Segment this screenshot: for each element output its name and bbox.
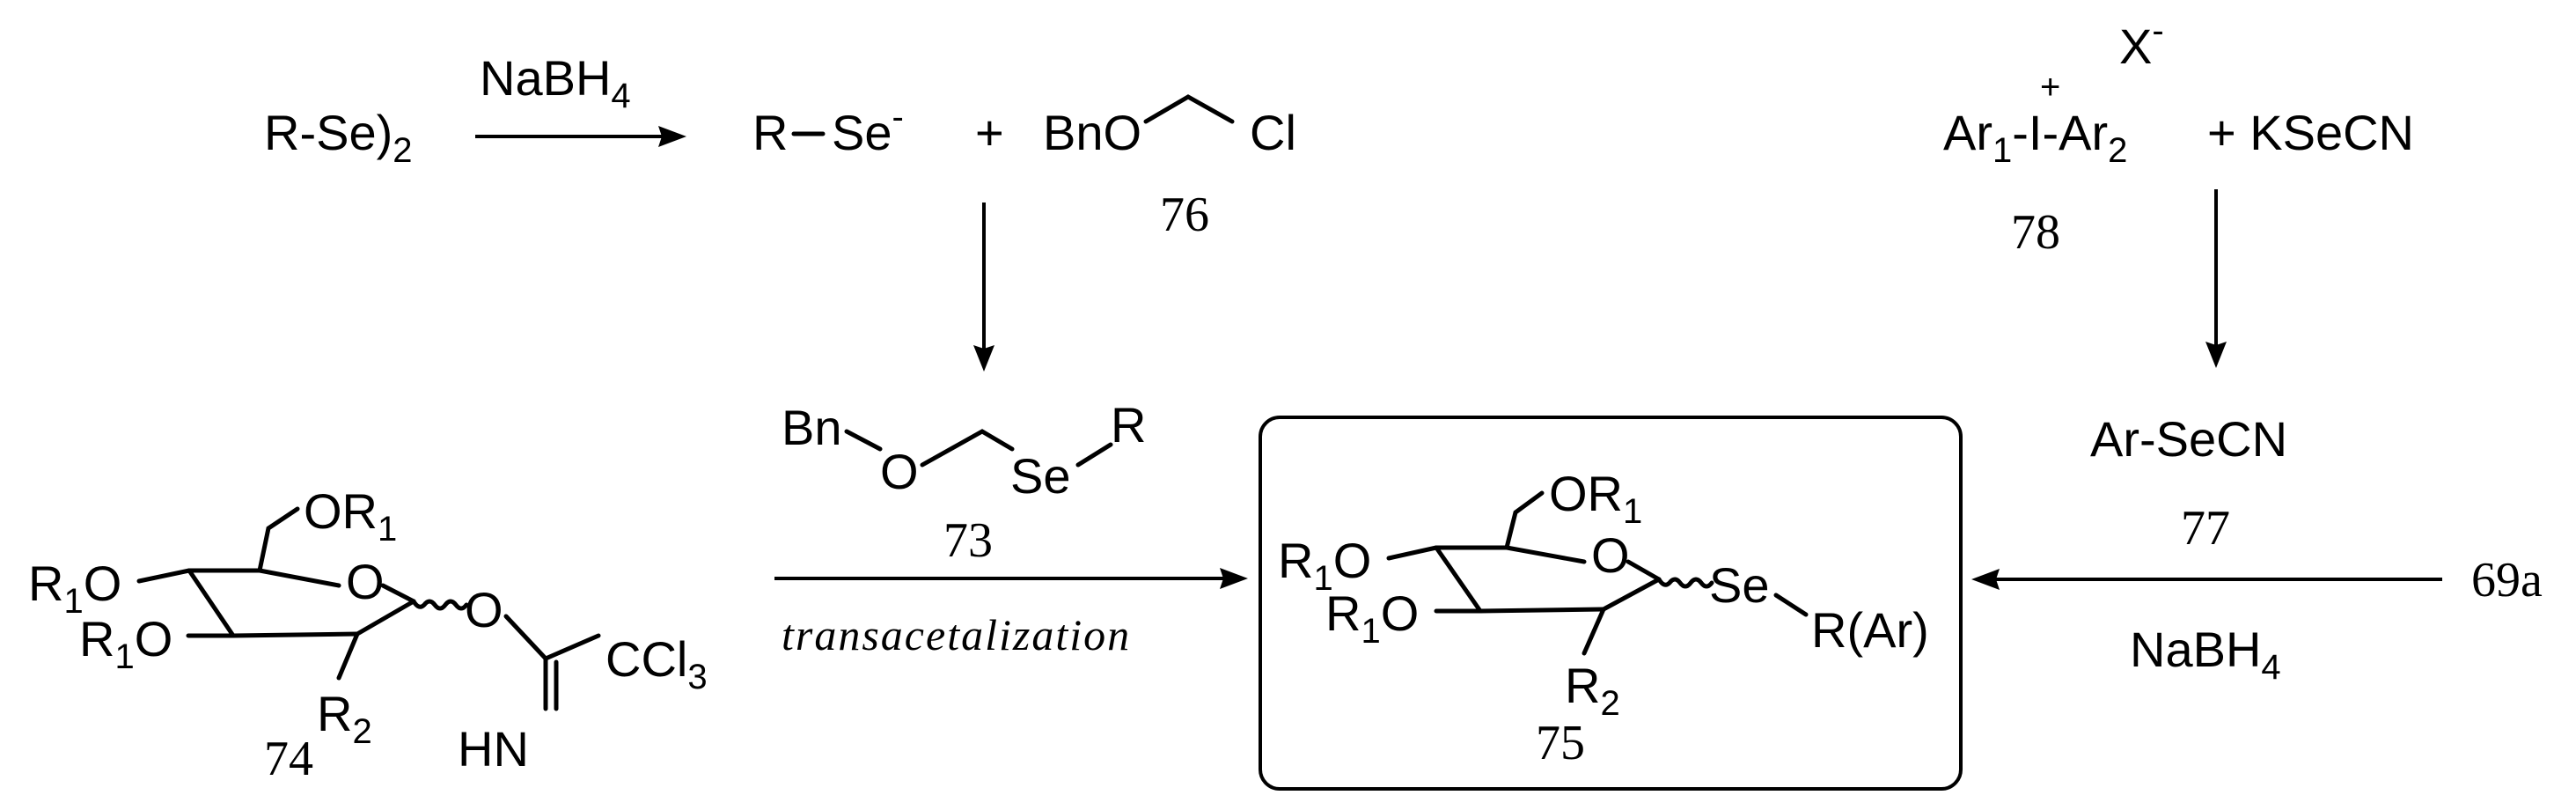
- r2-75: R: [1565, 658, 1600, 713]
- r2-sub-74: 2: [352, 712, 371, 751]
- svg-text:R1O: R1O: [1325, 585, 1419, 651]
- o-left-75: O: [1333, 533, 1372, 588]
- diselenide-reagent: R-Se)2: [264, 105, 412, 170]
- iodonium-charge: +: [2040, 68, 2060, 107]
- ksecn-text: + KSeCN: [2207, 105, 2414, 160]
- svg-text:OR1: OR1: [304, 483, 397, 549]
- diselenide-subscript: 2: [393, 131, 412, 170]
- arrow-to-77: [2205, 189, 2227, 368]
- compound-label-77: 77: [2181, 501, 2230, 556]
- ar1-subscript: 1: [1993, 131, 2012, 170]
- r1-second-sub-75: 1: [1361, 612, 1380, 651]
- bn-73: Bn: [782, 400, 842, 455]
- r2-74: R: [317, 686, 352, 741]
- r1-second-74: R: [79, 611, 114, 666]
- bno-text: BnO: [1043, 105, 1141, 160]
- o-second-75: O: [1381, 585, 1420, 641]
- diselenide-text: R-Se): [264, 105, 393, 160]
- ar2-subscript: 2: [2108, 131, 2127, 170]
- svg-text:CCl3: CCl3: [605, 631, 708, 696]
- selenolate-charge: -: [892, 98, 904, 136]
- nabh4-bottom-subscript: 4: [2261, 648, 2280, 687]
- r1-left-74: R: [28, 556, 63, 611]
- ar1-text: Ar: [1943, 105, 1993, 160]
- product-box: [1259, 416, 1963, 791]
- svg-text:R1O: R1O: [1278, 533, 1371, 598]
- svg-text:OR1: OR1: [1549, 466, 1642, 531]
- compound-74: OR1 O R1O R1O R2 O CCl3 HN 74: [28, 483, 708, 786]
- compound-73: Bn O Se R 73: [782, 397, 1146, 568]
- r1-second-sub-74: 1: [114, 637, 134, 676]
- compound-label-69a: 69a: [2471, 553, 2543, 608]
- compound-label-75: 75: [1536, 716, 1585, 770]
- x-anion: X: [2119, 18, 2152, 74]
- nabh4-top-text: NaBH: [480, 50, 611, 106]
- svg-text:R2: R2: [1565, 658, 1620, 723]
- svg-text:R-Se)2: R-Se)2: [264, 105, 412, 170]
- r1-left-sub-75: 1: [1313, 559, 1332, 598]
- nabh4-top-subscript: 4: [611, 77, 630, 115]
- reduction-arrow-top: NaBH4: [475, 50, 686, 147]
- transacetalization-label: transacetalization: [782, 610, 1131, 659]
- svg-text:R2: R2: [317, 686, 372, 751]
- plus-sign: +: [975, 105, 1004, 160]
- transacetalization-arrow: transacetalization: [774, 568, 1248, 659]
- rar-75: R(Ar): [1811, 602, 1929, 658]
- ring-o-74: O: [346, 554, 385, 609]
- compound-label-76: 76: [1160, 188, 1209, 242]
- o-left-74: O: [84, 556, 122, 611]
- svg-text:Ar1-I-Ar2: Ar1-I-Ar2: [1943, 105, 2127, 170]
- or1-top-sub-75: 1: [1623, 492, 1642, 531]
- cl-text: Cl: [1250, 105, 1296, 160]
- ring-o-75: O: [1591, 527, 1630, 583]
- r1-left-75: R: [1278, 533, 1313, 588]
- or1-top-sub-74: 1: [378, 510, 397, 549]
- svg-text:R1O: R1O: [79, 611, 172, 676]
- arsecn-text: Ar-SeCN: [2090, 411, 2287, 467]
- ccl3-sub-74: 3: [687, 658, 707, 696]
- svg-text:NaBH4: NaBH4: [2130, 622, 2281, 687]
- iodonium-salt: X- + Ar1-I-Ar2 + KSeCN 78: [1943, 11, 2414, 260]
- hn-74: HN: [458, 721, 529, 777]
- selenolate-r: R: [752, 105, 788, 160]
- ccl3-74: CCl: [605, 631, 687, 687]
- selenolate-se: Se: [832, 105, 892, 160]
- o-73: O: [880, 444, 919, 499]
- se-75: Se: [1709, 557, 1770, 613]
- svg-text:X-: X-: [2119, 11, 2164, 74]
- or1-top-74: OR: [304, 483, 378, 539]
- compound-label-78: 78: [2011, 205, 2060, 260]
- r2-sub-75: 2: [1600, 684, 1619, 723]
- r1-left-sub-74: 1: [63, 582, 83, 621]
- r1-second-75: R: [1325, 585, 1361, 641]
- svg-text:Se-: Se-: [832, 98, 904, 160]
- compound-label-74: 74: [264, 732, 313, 786]
- selenolate-anion: R Se-: [752, 98, 904, 160]
- compound-75: OR1 O R1O R1O R2 Se R(Ar) 75: [1278, 466, 1929, 770]
- o-second-74: O: [135, 611, 173, 666]
- svg-text:R1O: R1O: [28, 556, 121, 621]
- se-73: Se: [1010, 448, 1071, 504]
- x-charge: -: [2152, 11, 2163, 50]
- svg-text:NaBH4: NaBH4: [480, 50, 631, 115]
- compound-label-73: 73: [943, 513, 993, 568]
- benzyl-chloromethyl-ether: BnO Cl 76: [1043, 94, 1296, 242]
- link-o-74: O: [465, 582, 503, 637]
- or1-top-75: OR: [1549, 466, 1623, 521]
- arrow-to-73: [973, 202, 994, 372]
- iodonium-mid: -I-Ar: [2012, 105, 2108, 160]
- r-73: R: [1111, 397, 1146, 453]
- arrow-69a-to-75: [1971, 569, 2442, 590]
- nabh4-bottom-text: NaBH: [2130, 622, 2261, 677]
